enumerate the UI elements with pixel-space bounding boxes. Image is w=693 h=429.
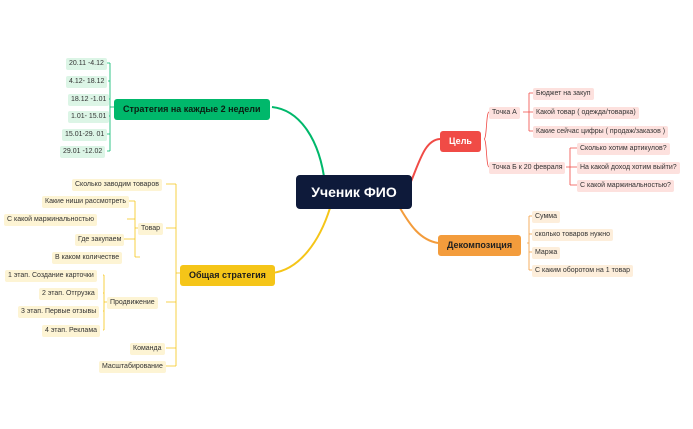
connector-red (409, 138, 441, 185)
promotion-item-3[interactable]: 3 этап. Первые отзывы (18, 306, 100, 318)
root-node[interactable]: Ученик ФИО (296, 175, 412, 209)
connector-yellow (271, 207, 331, 274)
point-a-item-3[interactable]: Какие сейчас цифры ( продаж/заказов ) (533, 126, 669, 138)
point-b-item-3[interactable]: С какой маржинальностью? (577, 180, 674, 192)
decomposition-item-1[interactable]: Сумма (532, 211, 560, 223)
product-item-1[interactable]: Какие ниши рассмотреть (42, 196, 129, 208)
promotion-item-1[interactable]: 1 этап. Создание карточки (5, 270, 97, 282)
decomposition-item-3[interactable]: Маржа (532, 247, 561, 259)
point-b-item-1[interactable]: Сколько хотим артикулов? (577, 143, 670, 155)
promotion-item-2[interactable]: 2 этап. Отгрузка (39, 288, 98, 300)
strategy-period-3[interactable]: 18.12 -1.01 (68, 94, 110, 106)
product-item-3[interactable]: Где закупаем (75, 234, 125, 246)
strategy-period-4[interactable]: 1.01- 15.01 (68, 111, 110, 123)
branch-general-strategy[interactable]: Общая стратегия (180, 265, 275, 286)
connector-orange (399, 207, 439, 244)
point-a-item-1[interactable]: Бюджет на закуп (533, 88, 594, 100)
general-top-item[interactable]: Сколько заводим товаров (72, 179, 162, 191)
strategy-period-6[interactable]: 29.01 -12.02 (60, 146, 106, 158)
product-item-4[interactable]: В каком количестве (52, 252, 123, 264)
branch-goal[interactable]: Цель (440, 131, 481, 152)
point-a-item-2[interactable]: Какой товар ( одежда/товарка) (533, 107, 639, 119)
decomposition-item-4[interactable]: С каким оборотом на 1 товар (532, 265, 634, 277)
general-promotion[interactable]: Продвижение (107, 297, 158, 309)
branch-strategy-2weeks[interactable]: Стратегия на каждые 2 недели (114, 99, 270, 120)
connector-green (271, 106, 326, 185)
branch-decomposition[interactable]: Декомпозиция (438, 235, 522, 256)
decomposition-item-2[interactable]: сколько товаров нужно (532, 229, 613, 241)
goal-point-b[interactable]: Точка Б к 20 февраля (489, 162, 566, 174)
general-team[interactable]: Команда (130, 343, 165, 355)
point-b-item-2[interactable]: На какой доход хотим выйти? (577, 162, 680, 174)
promotion-item-4[interactable]: 4 этап. Реклама (42, 325, 101, 337)
general-scaling[interactable]: Масштабирование (99, 361, 166, 373)
general-product[interactable]: Товар (138, 223, 164, 235)
product-item-2[interactable]: С какой маржинальностью (4, 214, 98, 226)
strategy-period-1[interactable]: 20.11 -4.12 (66, 58, 107, 70)
strategy-period-5[interactable]: 15.01-29. 01 (62, 129, 108, 141)
strategy-period-2[interactable]: 4.12- 18.12 (66, 76, 108, 88)
goal-point-a[interactable]: Точка А (489, 107, 520, 119)
